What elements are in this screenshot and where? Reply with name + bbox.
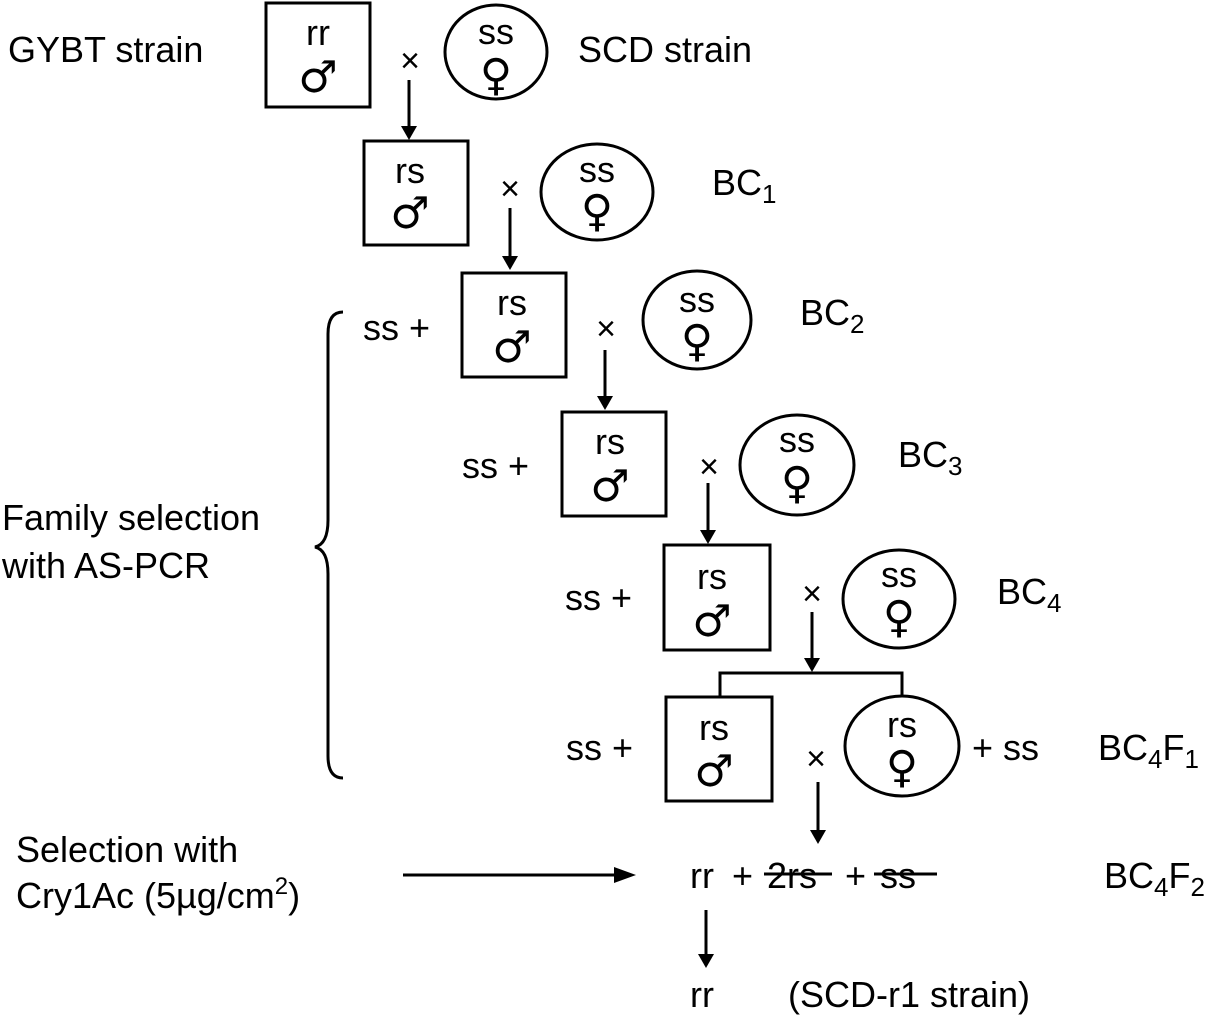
family-selection-brace (314, 310, 344, 780)
bc1-female-genotype: ss (579, 149, 615, 190)
parent-male-box (264, 1, 372, 109)
bc4-male-box (662, 543, 772, 652)
bc2-female-genotype: ss (679, 279, 715, 320)
male-symbol-icon: ♂ (590, 461, 629, 512)
bc4-female-circle (841, 548, 957, 650)
bc2-label: BC2 (800, 292, 864, 339)
f2-plus: + (732, 855, 753, 896)
scd-strain-label: SCD strain (578, 29, 752, 70)
bc4-female-genotype: ss (881, 554, 917, 595)
bc3-label: BC3 (898, 434, 962, 481)
female-symbol-icon: ♀ (480, 50, 512, 101)
bc1-male-genotype: rs (395, 150, 425, 191)
male-symbol-icon: ♂ (692, 596, 731, 647)
cross-symbol: × (500, 170, 520, 208)
result-strain-label: (SCD-r1 strain) (788, 974, 1030, 1015)
family-selection-line2: with AS-PCR (1, 545, 210, 586)
f1-male-genotype: rs (699, 707, 729, 748)
f1-female-circle (843, 694, 961, 798)
arrow-head (597, 396, 613, 410)
bc4f2-label: BC4F2 (1104, 855, 1205, 902)
parent-female-circle (443, 3, 549, 101)
f1-plus-ss: + ss (972, 727, 1039, 768)
bc1-label: BC1 (712, 162, 776, 209)
cry-selection-line1: Selection with (16, 829, 238, 870)
parent-male-genotype: rr (306, 12, 330, 53)
cry-selection-line2: Cry1Ac (5µg/cm2) (16, 873, 300, 916)
cross-symbol: × (699, 448, 719, 486)
bc2-male-genotype: rs (497, 282, 527, 323)
bc2-ss-plus: ss + (363, 307, 430, 348)
f2-plus: + (845, 855, 866, 896)
bc4-ss-plus: ss + (565, 577, 632, 618)
male-symbol-icon: ♂ (390, 188, 429, 239)
bc1-female-circle (539, 142, 655, 242)
f1-split-connector (718, 671, 904, 698)
arrow-head (502, 256, 518, 270)
male-symbol-icon: ♂ (298, 52, 337, 103)
bc2-male-box (460, 271, 568, 379)
f2-rr: rr (690, 855, 714, 896)
female-symbol-icon: ♀ (883, 592, 915, 643)
arrow-head (804, 658, 820, 672)
female-symbol-icon: ♀ (886, 742, 918, 793)
bc3-male-box (560, 410, 668, 518)
cross-symbol: × (400, 42, 420, 80)
bc4-male-genotype: rs (697, 556, 727, 597)
bc3-male-genotype: rs (595, 421, 625, 462)
f1-ss-plus: ss + (566, 727, 633, 768)
family-selection-line1: Family selection (2, 497, 260, 538)
parent-female-genotype: ss (478, 11, 514, 52)
cross-symbol: × (596, 310, 616, 348)
gybt-strain-label: GYBT strain (8, 29, 203, 70)
cross-symbol: × (802, 575, 822, 613)
arrow-head (698, 954, 714, 968)
bc4f1-label: BC4F1 (1098, 727, 1199, 774)
bc3-female-circle (738, 413, 856, 517)
male-symbol-icon: ♂ (492, 322, 531, 373)
cross-symbol: × (806, 740, 826, 778)
bc4-label: BC4 (997, 571, 1061, 618)
arrow-head (810, 830, 826, 844)
bc2-female-circle (641, 269, 753, 371)
female-symbol-icon: ♀ (581, 186, 613, 237)
result-genotype: rr (690, 974, 714, 1015)
male-symbol-icon: ♂ (694, 746, 733, 797)
female-symbol-icon: ♀ (681, 316, 713, 367)
bc1-male-box (362, 139, 470, 247)
f1-male-box (664, 695, 774, 803)
arrow-head (401, 126, 417, 140)
arrow-head (614, 867, 636, 883)
arrow-head (700, 530, 716, 544)
female-symbol-icon: ♀ (781, 458, 813, 509)
f1-female-genotype: rs (887, 704, 917, 745)
bc3-female-genotype: ss (779, 419, 815, 460)
bc3-ss-plus: ss + (462, 445, 529, 486)
